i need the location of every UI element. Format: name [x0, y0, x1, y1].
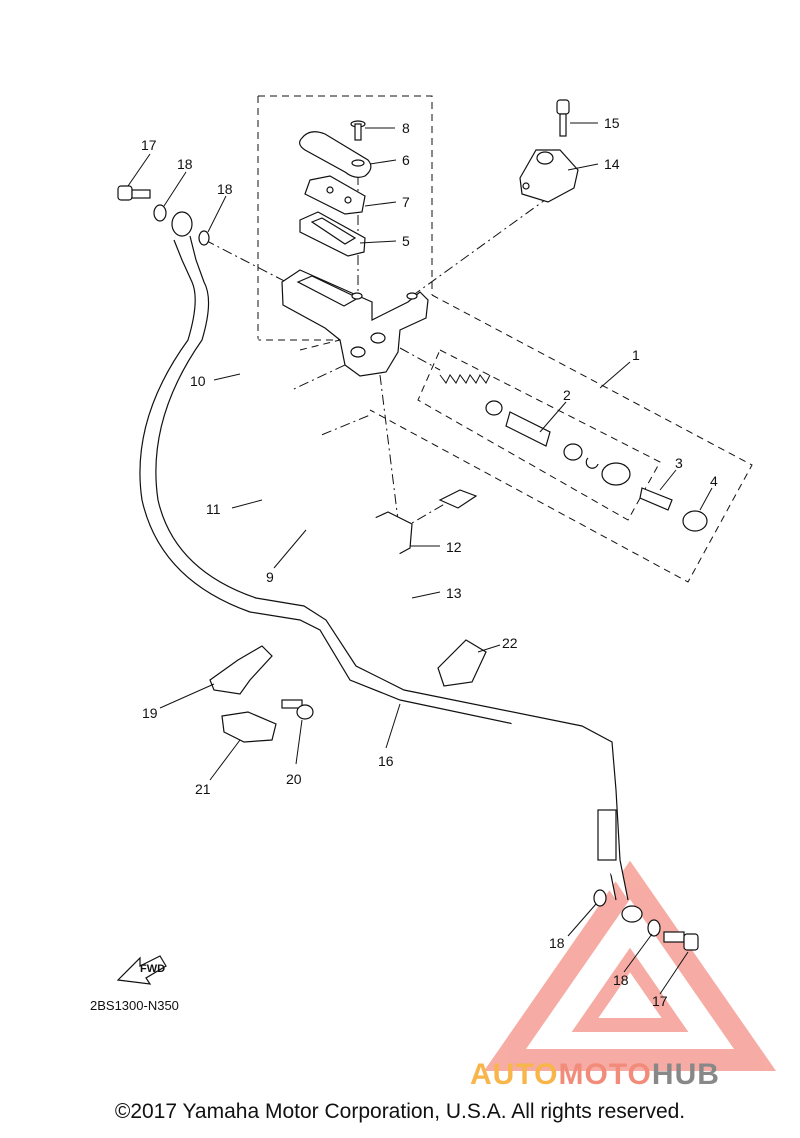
axis-line-switch-wire: [399, 494, 461, 531]
axis-line-switch: [379, 374, 399, 521]
part-boot-4: [682, 510, 708, 532]
label-12: 12: [446, 539, 462, 555]
part-piston-2: [485, 400, 631, 486]
part-master-cylinder-body: [281, 269, 429, 377]
part-plate-7: [304, 175, 366, 215]
copyright-notice: ©2017 Yamaha Motor Corporation, U.S.A. A…: [114, 1100, 686, 1123]
watermark-triangle: [483, 860, 777, 1071]
fwd-arrow-icon: FWD: [116, 955, 167, 985]
part-diaphragm-5: [299, 211, 366, 257]
label-8: 8: [402, 120, 410, 136]
watermark-part-moto: MOTO: [558, 1058, 652, 1091]
label-17-top: 17: [141, 137, 157, 153]
part-labels: 8 6 7 5 15 14 1 2 3 4 10 11 9 12 13 22 1…: [141, 115, 718, 1009]
part-washer-18c: [593, 889, 607, 907]
part-washer-18b: [198, 230, 210, 246]
label-14: 14: [604, 156, 620, 172]
label-11: 11: [206, 501, 221, 517]
part-hose-16: [139, 211, 643, 923]
label-18-bottom-a: 18: [549, 935, 565, 951]
label-9: 9: [266, 569, 274, 585]
label-15: 15: [604, 115, 620, 131]
part-banjo-bolt-17a: [117, 185, 151, 201]
fwd-label: FWD: [140, 963, 165, 975]
axis-line-hose: [204, 239, 351, 316]
label-20: 20: [286, 771, 302, 787]
label-5: 5: [402, 233, 410, 249]
part-pushrod-3: [639, 487, 673, 511]
label-18-bottom-b: 18: [613, 972, 629, 988]
part-bracket-19: [209, 645, 273, 695]
part-spring-kit: [439, 374, 491, 384]
part-washer-18a: [153, 204, 167, 222]
part-bolt-15: [556, 99, 570, 137]
label-3: 3: [675, 455, 683, 471]
label-1: 1: [632, 347, 640, 363]
part-bolt-20: [281, 699, 314, 720]
label-21: 21: [195, 781, 211, 797]
leader-lines: [127, 122, 713, 995]
watermark-part-auto: AUTO: [470, 1058, 559, 1091]
part-washer-18d: [647, 919, 661, 937]
label-22: 22: [502, 635, 518, 651]
axis-line-piston: [399, 347, 441, 371]
part-holder-22: [437, 639, 487, 687]
label-16: 16: [378, 753, 394, 769]
label-18-top-a: 18: [177, 156, 193, 172]
kit-box-1: [369, 294, 753, 583]
part-clamp-14: [519, 149, 579, 203]
label-7: 7: [402, 194, 410, 210]
label-10: 10: [190, 373, 206, 389]
diagram-code: 2BS1300-N350: [90, 998, 179, 1013]
label-4: 4: [710, 473, 718, 489]
label-17-bottom: 17: [652, 993, 668, 1009]
label-19: 19: [142, 705, 158, 721]
watermark-part-hub: HUB: [651, 1058, 720, 1091]
axis-line-clamp: [411, 199, 546, 297]
label-13: 13: [446, 585, 462, 601]
label-6: 6: [402, 152, 410, 168]
assembly-box-mid: [257, 339, 341, 351]
part-cap-6: [299, 131, 372, 178]
label-18-top-b: 18: [217, 181, 233, 197]
part-screw-8: [350, 120, 366, 141]
part-clip-21: [221, 711, 277, 743]
part-banjo-bolt-17b: [663, 931, 699, 951]
watermark-logo: AUTOMOTOHUB: [470, 1058, 720, 1092]
label-2: 2: [563, 387, 571, 403]
